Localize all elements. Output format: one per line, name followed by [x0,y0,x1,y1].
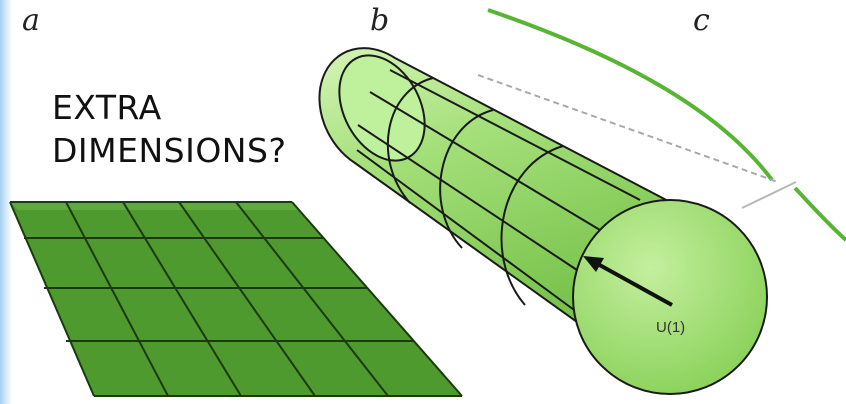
sheet-grid-line [9,201,95,397]
figure-caption: EXTRA DIMENSIONS? [52,86,286,172]
cylinder-line [369,91,601,231]
sheet-light-band [10,202,300,210]
edge-glow [0,0,12,404]
cylinder-right-cap [572,199,768,395]
sheet-grid-line [235,201,389,397]
cylinder-line [357,124,581,273]
sheet-grid-line [178,201,316,397]
u1-label: U(1) [656,319,686,336]
dashed-connector-upper [477,74,779,183]
cylinder-ring [439,109,494,249]
cylinder-line [356,149,586,319]
panel-label-c: c [693,3,710,38]
cylinder-ring [500,145,564,306]
caption-line-1: EXTRA [52,88,162,127]
sheet-surface [10,202,462,396]
flat-sheet [9,201,463,397]
sheet-grid-line [65,201,169,397]
panel-label-a: a [22,3,40,38]
radius-arrow-head [583,256,604,272]
green-curve-lower [793,186,846,242]
sheet-grid-line [122,201,242,397]
cylinder-line [389,69,641,201]
curve-panel [477,8,846,242]
caption-line-2: DIMENSIONS? [52,131,287,170]
cylinder-grid [356,69,641,319]
sheet-grid-line [291,201,463,397]
cylinder [318,47,768,395]
green-curve [487,8,774,182]
radius-arrow-line [595,261,673,307]
panel-label-b: b [370,3,390,38]
sheet-grid [9,201,463,397]
connector-lower [741,181,797,209]
